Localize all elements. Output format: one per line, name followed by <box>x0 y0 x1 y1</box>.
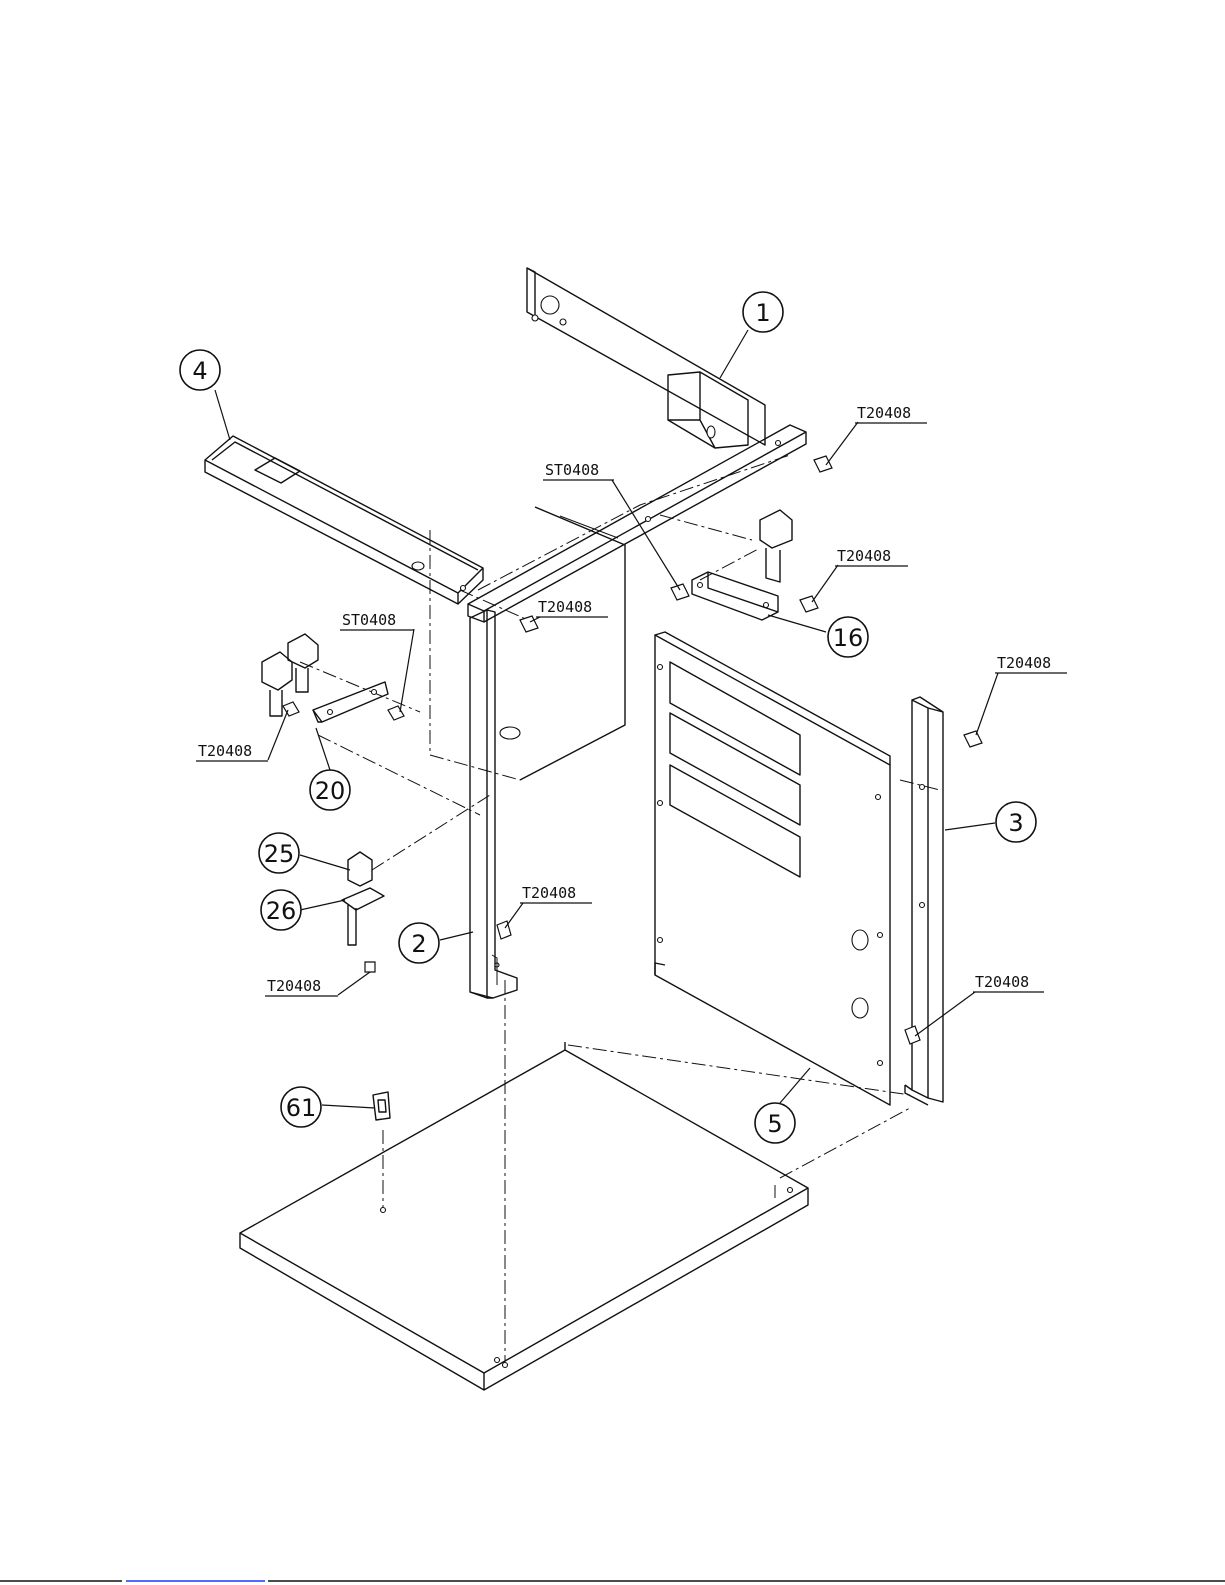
callout-3: 3 <box>996 802 1036 842</box>
fastener-label-t20408-switch: T20408 <box>265 977 338 996</box>
callout-61-label: 61 <box>286 1094 317 1122</box>
callout-1: 1 <box>743 292 783 332</box>
fastener-code: T20408 <box>837 547 891 565</box>
callout-61: 61 <box>281 1087 321 1127</box>
leader-lines <box>215 330 998 1108</box>
callout-16-label: 16 <box>833 624 864 652</box>
fastener-label-t20408-left: T20408 <box>196 742 268 761</box>
callout-1-label: 1 <box>755 299 770 327</box>
rear-panel <box>500 507 625 780</box>
part-20-knob-bracket <box>262 634 388 722</box>
callout-5-label: 5 <box>767 1110 782 1138</box>
callout-25-label: 25 <box>264 840 295 868</box>
fastener-label-t20408-lower-right: T20408 <box>973 973 1044 992</box>
callout-4: 4 <box>180 350 220 390</box>
fastener-code: ST0408 <box>545 461 599 479</box>
callout-3-label: 3 <box>1008 809 1023 837</box>
fastener-code: T20408 <box>857 404 911 422</box>
screws <box>283 456 982 1044</box>
part-2-front-left-upright <box>470 610 517 998</box>
top-cross-rail <box>468 425 806 622</box>
fastener-label-t20408-top-right: T20408 <box>855 404 927 423</box>
fastener-code: T20408 <box>538 598 592 616</box>
callout-20: 20 <box>310 770 350 810</box>
assembly-centerlines <box>300 455 940 1365</box>
callout-16: 16 <box>828 617 868 657</box>
part-16-motor-bracket <box>692 510 792 620</box>
part-4-top-left-rail <box>205 436 483 604</box>
fastener-label-t20408-right: T20408 <box>995 654 1067 673</box>
fastener-code: T20408 <box>975 973 1029 991</box>
fastener-label-t20408-upright: T20408 <box>536 598 608 617</box>
fastener-label-t20408-lower-upright: T20408 <box>520 884 592 903</box>
callout-20-label: 20 <box>315 777 346 805</box>
callout-2: 2 <box>399 923 439 963</box>
callout-25: 25 <box>259 833 299 873</box>
fastener-code: T20408 <box>198 742 252 760</box>
callout-4-label: 4 <box>192 357 207 385</box>
base-plate <box>240 1042 808 1390</box>
part-5-side-panel <box>655 632 890 1105</box>
fastener-code: ST0408 <box>342 611 396 629</box>
fastener-code: T20408 <box>997 654 1051 672</box>
fastener-code: T20408 <box>522 884 576 902</box>
callout-26-label: 26 <box>266 897 297 925</box>
fastener-code: T20408 <box>267 977 321 995</box>
callout-5: 5 <box>755 1103 795 1143</box>
part-1-top-rear-rail <box>527 268 765 448</box>
fastener-label-st0408-left: ST0408 <box>340 611 414 630</box>
callout-2-label: 2 <box>411 930 426 958</box>
callout-26: 26 <box>261 890 301 930</box>
fastener-label-t20408-bracket-16: T20408 <box>835 547 908 566</box>
fastener-label-st0408-top: ST0408 <box>543 461 614 480</box>
part-61-latch <box>373 1092 390 1120</box>
